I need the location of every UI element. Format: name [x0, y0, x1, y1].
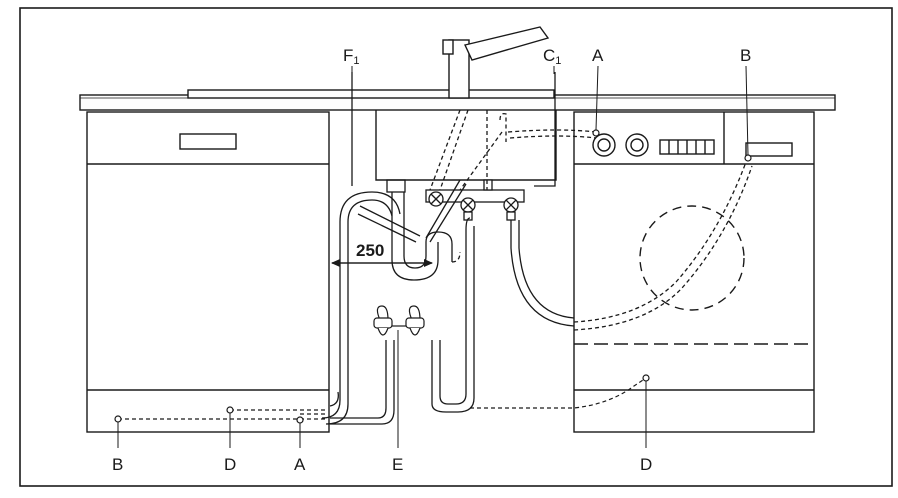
dimension-label: 250: [356, 241, 384, 260]
washing-machine-hose: [510, 161, 753, 331]
bottom-drain-lines: [118, 377, 647, 420]
valve-assembly: [425, 179, 525, 221]
label-a-bottom: A: [294, 455, 306, 474]
diagram-labels: F1 C1 A B B D A E D: [112, 46, 751, 474]
label-b-bottom: B: [112, 455, 123, 474]
label-d-bottom-right: D: [640, 455, 652, 474]
faucet: [442, 26, 550, 99]
label-e-bottom: E: [392, 455, 403, 474]
dimension-250: 250: [331, 241, 433, 267]
dishwasher-hose: [321, 191, 475, 425]
label-a-top: A: [592, 46, 604, 65]
drain-connectors-e: [373, 305, 425, 336]
label-f1: F1: [343, 46, 360, 67]
label-d-bottom-left: D: [224, 455, 236, 474]
sink-bowl: [375, 110, 557, 181]
label-c1: C1: [543, 46, 561, 67]
washing-machine: [573, 111, 815, 433]
connection-markers: [114, 129, 752, 424]
dishwasher: [86, 111, 330, 433]
label-leader-lines: [117, 65, 749, 448]
label-b-top: B: [740, 46, 751, 65]
supply-pipes: [351, 72, 597, 243]
outer-frame: [19, 7, 893, 487]
countertop: [79, 89, 836, 111]
